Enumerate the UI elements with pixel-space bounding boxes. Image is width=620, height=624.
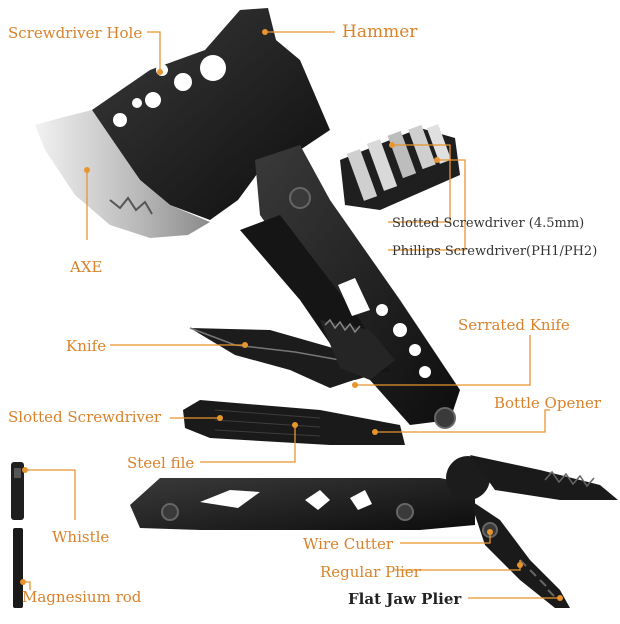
screwdriver-bit-holder xyxy=(340,124,460,210)
leader-lines xyxy=(23,31,560,599)
label-serrated-knife: Serrated Knife xyxy=(458,316,570,334)
label-screwdriver-hole: Screwdriver Hole xyxy=(8,24,143,42)
label-phillips-screwdriver: Phillips Screwdriver(PH1/PH2) xyxy=(392,244,598,259)
label-axe: AXE xyxy=(70,258,103,276)
leader-dots xyxy=(20,29,563,601)
label-regular-plier: Regular Plier xyxy=(320,563,421,581)
whistle-and-rod xyxy=(11,462,24,608)
label-whistle: Whistle xyxy=(52,528,110,546)
label-slotted-screwdriver-45: Slotted Screwdriver (4.5mm) xyxy=(392,216,585,231)
knife-blade xyxy=(189,327,360,388)
plier-handle xyxy=(130,478,475,530)
serrated-knife xyxy=(320,318,395,380)
plier-jaws xyxy=(446,455,618,608)
label-steel-file: Steel file xyxy=(127,454,195,472)
label-bottle-opener: Bottle Opener xyxy=(494,394,602,412)
label-wire-cutter: Wire Cutter xyxy=(303,535,394,553)
axe-head xyxy=(35,8,330,238)
label-flat-jaw-plier: Flat Jaw Plier xyxy=(348,590,462,608)
label-magnesium-rod: Magnesium rod xyxy=(22,588,142,606)
label-hammer: Hammer xyxy=(342,22,418,42)
label-slotted-screwdriver: Slotted Screwdriver xyxy=(8,408,162,426)
label-knife: Knife xyxy=(66,337,107,355)
